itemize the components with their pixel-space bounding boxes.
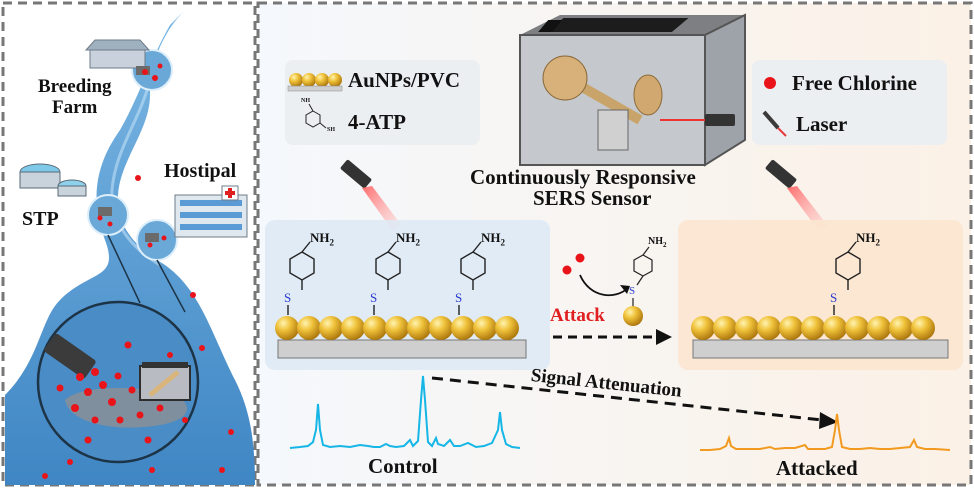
signal-attenuation-arrow (431, 376, 823, 422)
river-highlight (110, 79, 161, 267)
zoom-sensor-box-icon (139, 362, 191, 401)
aunp-legend-icon (287, 73, 343, 92)
sulfur-label-detached: S (629, 285, 636, 297)
sulfur-label-1: S (284, 290, 292, 305)
zoom-connector-2 (156, 259, 186, 313)
control-spectrum (289, 375, 521, 449)
atp-legend-icon (305, 103, 327, 129)
nh2-label-2: NH2 (396, 230, 420, 248)
right-panel-frame (256, 1, 973, 487)
attack-arrow-head (620, 285, 630, 294)
reaction-arrow-head (656, 329, 672, 345)
mini-sensor-3 (145, 233, 159, 242)
atp-molecules-control (287, 241, 486, 315)
mini-sensor-2 (98, 207, 112, 216)
nh2-label-attacked: NH2 (856, 230, 880, 248)
aunps-legend-label: AuNPs/PVC (348, 68, 461, 92)
stp-tanks-icon (19, 163, 87, 197)
attack-chlorine-dot-2 (575, 253, 585, 263)
zoom-laser-head-icon (44, 333, 96, 379)
sensor-title-line2: SERS Sensor (533, 186, 652, 210)
nh2-label-detached: NH2 (648, 236, 667, 249)
atp-legend-label: 4-ATP (348, 110, 406, 134)
free-chlorine-legend-dot (764, 77, 776, 89)
sulfur-label-2: S (370, 290, 378, 305)
sers-sensor-device-icon (519, 13, 746, 167)
sulfur-label-3: S (455, 290, 463, 305)
laser-label: Laser (796, 112, 848, 136)
atp-icon-sh: SH (327, 127, 336, 133)
sensor-title-line1: Continuously Responsive (470, 165, 696, 189)
hospital-building-icon (174, 185, 248, 238)
attack-curved-arrow (579, 274, 629, 296)
laser-legend-icon (762, 110, 787, 137)
laser-head-control-icon (340, 159, 402, 230)
control-gold-row (275, 316, 519, 340)
legend-right-box (752, 60, 947, 145)
atp-molecule-attacked (833, 241, 861, 315)
nh2-label-3: NH2 (481, 230, 505, 248)
laser-head-attacked-icon (765, 159, 828, 230)
attacked-spectrum (700, 413, 951, 451)
attacked-gold-row (691, 316, 935, 340)
signal-attenuation-arrow-head (819, 412, 838, 429)
attack-label: Attack (550, 305, 605, 326)
breeding-farm-label-line1: Breeding (38, 76, 112, 97)
hospital-label: Hostipal (164, 160, 237, 182)
attacked-base (692, 339, 949, 359)
nh2-label-1: NH2 (310, 230, 334, 248)
chlorine-dots (42, 63, 234, 479)
attacked-label: Attacked (776, 456, 858, 480)
atp-detached-molecule (632, 246, 653, 308)
atp-icon-nh2: NH (301, 98, 310, 104)
control-base (277, 339, 527, 359)
zoom-connector-1 (107, 234, 141, 304)
free-chlorine-label: Free Chlorine (792, 71, 917, 95)
attack-chlorine-dot-1 (562, 265, 572, 275)
sulfur-label-attacked: S (830, 290, 838, 305)
farm-building-icon (84, 39, 151, 69)
detached-gold-particle (623, 306, 643, 326)
breeding-farm-label-line2: Farm (52, 97, 98, 118)
control-label: Control (368, 454, 438, 478)
stp-label: STP (22, 208, 59, 230)
